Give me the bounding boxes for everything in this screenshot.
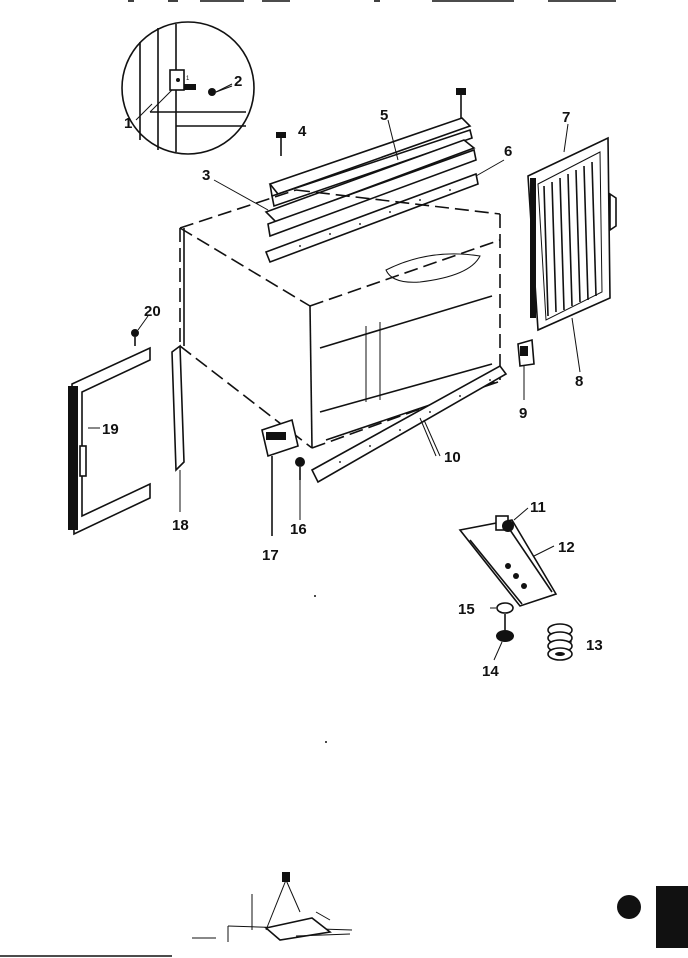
gasket-strip-part-6 xyxy=(264,172,479,264)
callout-10: 10 xyxy=(444,449,461,466)
callout-6: 6 xyxy=(504,143,512,160)
callout-12: 12 xyxy=(558,539,575,556)
mounting-bracket-part-12 xyxy=(458,515,558,607)
inset-small-label: 1 xyxy=(186,76,190,82)
callout-8: 8 xyxy=(575,373,583,390)
spacer-stack-part-13 xyxy=(547,623,573,661)
callout-18: 18 xyxy=(172,517,189,534)
washer-part-15 xyxy=(496,602,514,614)
callout-1: 1 xyxy=(124,115,132,132)
callout-20: 20 xyxy=(144,303,161,320)
callout-4: 4 xyxy=(298,123,307,140)
top-rail-part-5 xyxy=(268,117,473,208)
corner-registration-marks xyxy=(0,886,688,957)
callout-14: 14 xyxy=(482,663,499,680)
callout-3: 3 xyxy=(202,167,210,184)
bolt-part-14 xyxy=(496,614,514,642)
callout-17: 17 xyxy=(262,547,279,564)
channel-part-3 xyxy=(264,139,477,238)
inset-detail: 1 xyxy=(121,21,255,155)
callout-5: 5 xyxy=(380,107,388,124)
screw-part-4 xyxy=(276,132,286,156)
callout-16: 16 xyxy=(290,521,307,538)
callout-19: 19 xyxy=(102,421,119,438)
callout-labels: 1 2 3 4 5 6 7 8 9 10 11 12 13 14 15 16 1… xyxy=(102,73,603,680)
screw-part-20 xyxy=(131,329,139,346)
callout-11: 11 xyxy=(530,499,546,516)
leader-lines xyxy=(88,85,581,661)
front-panel-part-19 xyxy=(68,346,151,536)
callout-13: 13 xyxy=(586,637,603,654)
bottom-detail-fragment xyxy=(192,872,353,942)
grille-slats xyxy=(543,161,597,317)
callout-15: 15 xyxy=(458,601,475,618)
bracket-part-17 xyxy=(261,418,299,536)
callout-9: 9 xyxy=(519,405,527,422)
callout-7: 7 xyxy=(562,109,570,126)
side-grille-part-7 xyxy=(527,136,617,332)
screw-part-16 xyxy=(295,457,305,480)
callout-2: 2 xyxy=(234,73,242,90)
clip-part-9 xyxy=(517,338,535,367)
stray-marks xyxy=(314,595,327,743)
side-strip-part-18 xyxy=(171,344,185,472)
bottom-strip-part-10 xyxy=(310,364,508,484)
